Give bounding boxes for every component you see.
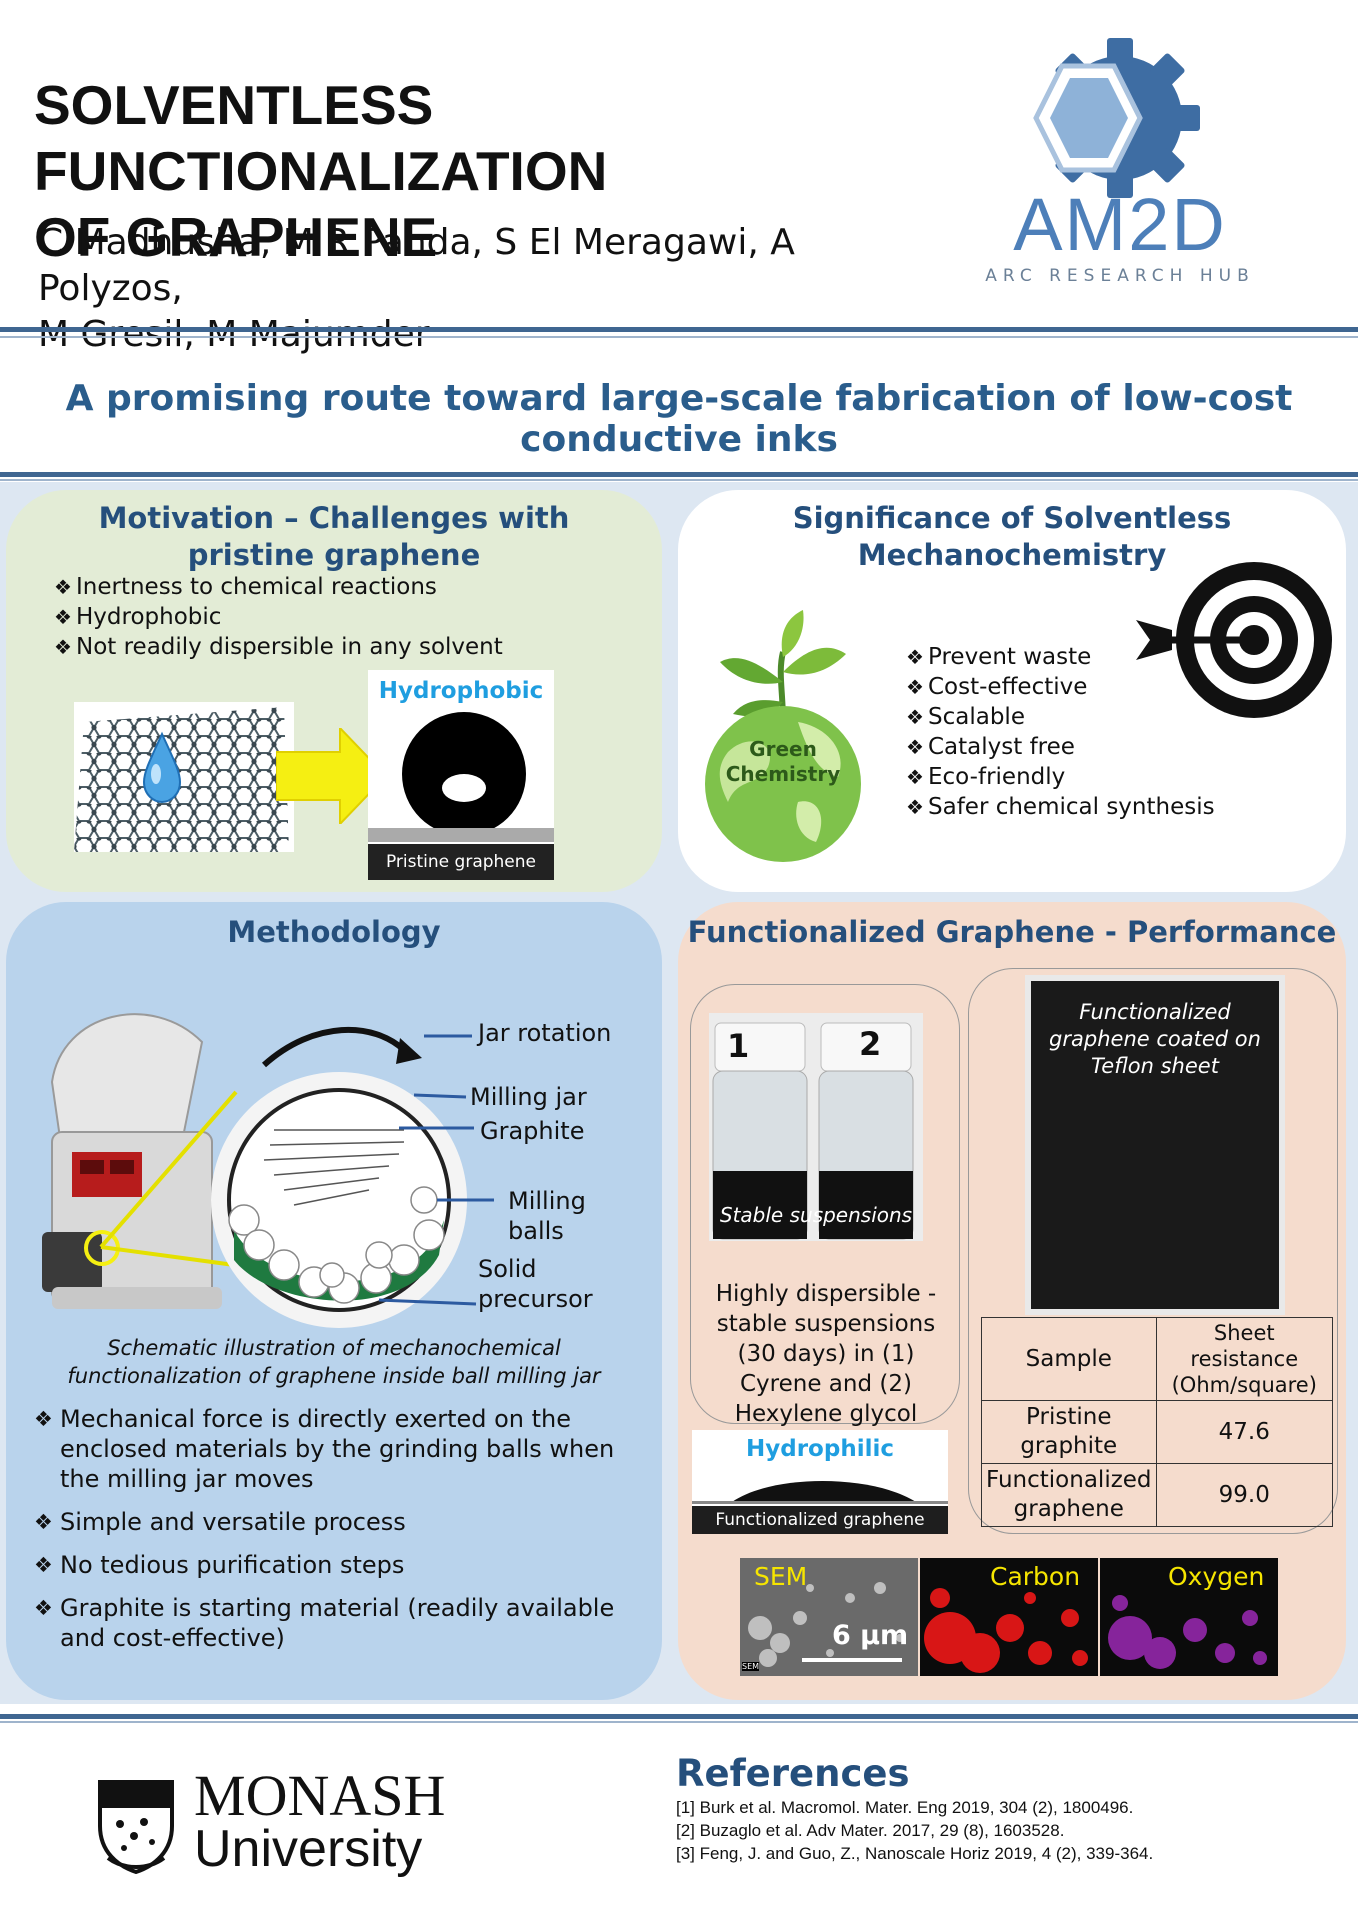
methodology-title: Methodology [227, 915, 441, 949]
pristine-graphene-caption: Pristine graphene [368, 844, 554, 880]
label-milling-balls: Milling balls [508, 1187, 586, 1245]
sem-label: SEM [754, 1562, 808, 1591]
hydrophilic-photo: Hydrophilic Functionalized graphene [692, 1430, 948, 1534]
ball-mill-machine-image [42, 1013, 222, 1309]
monash-crest-icon [98, 1780, 174, 1874]
label-milling-jar: Milling jar [470, 1083, 587, 1111]
significance-title: Significance of Solventless Mechanochemi… [792, 501, 1232, 572]
vials-photo: 1 2 Stable suspensions [709, 1013, 923, 1241]
table-cell: Pristine graphite [981, 1400, 1157, 1464]
list-item: [1] Burk et al. Macromol. Mater. Eng 201… [676, 1798, 1134, 1817]
carbon-label: Carbon [990, 1562, 1081, 1591]
tagline-divider [0, 472, 1358, 477]
tagline-divider-thin [0, 479, 1358, 481]
motivation-panel: Motivation – Challenges with pristine gr… [6, 490, 662, 892]
functionalized-graphene-caption: Functionalized graphene [692, 1506, 948, 1534]
motivation-bullets: Inertness to chemical reactions Hydropho… [54, 572, 503, 662]
graphene-lattice-image [74, 702, 294, 852]
list-item: Simple and versatile process [34, 1507, 634, 1537]
performance-title: Functionalized Graphene - Performance [687, 915, 1337, 949]
table-cell: 99.0 [1155, 1463, 1334, 1527]
list-item: Catalyst free [906, 732, 1215, 762]
table-row: Functionalized graphene 99.0 [981, 1463, 1334, 1527]
label-solid-precursor: Solid precursor [478, 1255, 593, 1313]
teflon-sheet-caption: Functionalized graphene coated on Teflon… [1049, 1000, 1261, 1078]
dispersion-text: Highly dispersible - stable suspensions … [715, 1281, 937, 1427]
dispersion-card: 1 2 Stable suspensions Highly dispersibl… [690, 984, 960, 1427]
list-item: Not readily dispersible in any solvent [54, 632, 503, 662]
table-header-row: Sample Sheet resistance (Ohm/square) [981, 1317, 1334, 1401]
monash-wordmark: MONASH [194, 1763, 446, 1828]
green-chemistry-globe: Green Chemistry [698, 602, 868, 862]
header-divider [0, 327, 1358, 332]
arrow-right-icon [276, 728, 388, 824]
label-graphite: Graphite [480, 1117, 585, 1145]
list-item: Graphite is starting material (readily a… [34, 1593, 634, 1653]
milling-jar-schematic [211, 1026, 494, 1328]
list-item: Hydrophobic [54, 602, 503, 632]
title-line-1: SOLVENTLESS FUNCTIONALIZATION [34, 74, 608, 202]
vials-caption: Stable suspensions [719, 1203, 913, 1227]
conductivity-card: Functionalized graphene coated on Teflon… [968, 968, 1338, 1534]
oxygen-map-image: Oxygen [1100, 1558, 1278, 1676]
hydrophilic-label: Hydrophilic [746, 1436, 894, 1462]
scale-bar-label: 6 µm [832, 1620, 909, 1651]
table-header-cell: Sample [981, 1317, 1157, 1401]
methodology-bullets: Mechanical force is directly exerted on … [34, 1404, 634, 1666]
teflon-sheet-photo: Functionalized graphene coated on Teflon… [1031, 981, 1279, 1309]
list-item: [3] Feng, J. and Guo, Z., Nanoscale Hori… [676, 1844, 1154, 1863]
methodology-caption: Schematic illustration of mechanochemica… [67, 1336, 601, 1388]
list-item: Prevent waste [906, 642, 1215, 672]
am2d-logo-subtitle: ARC RESEARCH HUB [985, 266, 1255, 286]
list-item: Scalable [906, 702, 1215, 732]
authors-line-2: M Gresil, M Majumder [38, 314, 430, 355]
list-item: Mechanical force is directly exerted on … [34, 1404, 634, 1494]
vial-1-label: 1 [727, 1027, 750, 1065]
table-cell: 47.6 [1155, 1400, 1334, 1464]
am2d-logo-text: AM2D [1013, 183, 1227, 266]
oxygen-label: Oxygen [1168, 1562, 1265, 1591]
list-item: No tedious purification steps [34, 1550, 634, 1580]
table-cell: Functionalized graphene [981, 1463, 1157, 1527]
authors: C Madhusha, M R Panda, S El Meragawi, A … [38, 220, 938, 358]
vial-2-label: 2 [859, 1025, 882, 1063]
monash-university-wordmark: University [194, 1820, 423, 1878]
list-item: [2] Buzaglo et al. Adv Mater. 2017, 29 (… [676, 1821, 1065, 1840]
am2d-logo: AM2D ARC RESEARCH HUB [960, 38, 1280, 288]
table-row: Pristine graphite 47.6 [981, 1400, 1334, 1464]
methodology-panel: Methodology [6, 902, 662, 1700]
references-list: [1] Burk et al. Macromol. Mater. Eng 201… [676, 1796, 1336, 1865]
poster-title: SOLVENTLESS FUNCTIONALIZATION OF GRAPHEN… [34, 72, 974, 270]
sheet-resistance-table: Sample Sheet resistance (Ohm/square) Pri… [981, 1317, 1334, 1527]
title-line-2: OF GRAPHENE [34, 206, 438, 268]
motivation-title: Motivation – Challenges with pristine gr… [98, 501, 570, 572]
globe-icon [705, 610, 861, 862]
carbon-map-image: Carbon [920, 1558, 1098, 1676]
references-title: References [676, 1752, 910, 1795]
list-item: Safer chemical synthesis [906, 792, 1215, 822]
target-icon [1136, 562, 1332, 718]
list-item: Eco-friendly [906, 762, 1215, 792]
header-divider-thin [0, 336, 1358, 338]
performance-panel: Functionalized Graphene - Performance 1 … [678, 902, 1346, 1700]
tagline: A promising route toward large-scale fab… [65, 378, 1293, 460]
gear-icon [1033, 38, 1200, 198]
sem-tag: SEM [742, 1662, 760, 1671]
table-header-cell: Sheet resistance (Ohm/square) [1155, 1317, 1334, 1401]
sem-image: SEM 6 µm SEM [740, 1558, 918, 1676]
globe-label: Green Chemistry [725, 737, 841, 786]
label-jar-rotation: Jar rotation [478, 1019, 612, 1047]
footer-divider [0, 1714, 1358, 1719]
hydrophobic-label: Hydrophobic [378, 678, 544, 704]
list-item: Cost-effective [906, 672, 1215, 702]
authors-line-1: C Madhusha, M R Panda, S El Meragawi, A … [38, 222, 795, 309]
significance-bullets: Prevent waste Cost-effective Scalable Ca… [906, 642, 1215, 822]
significance-panel: Significance of Solventless Mechanochemi… [678, 490, 1346, 892]
footer-divider-thin [0, 1721, 1358, 1723]
hydrophobic-photo: Hydrophobic Pristine graphene [368, 670, 554, 880]
list-item: Inertness to chemical reactions [54, 572, 503, 602]
